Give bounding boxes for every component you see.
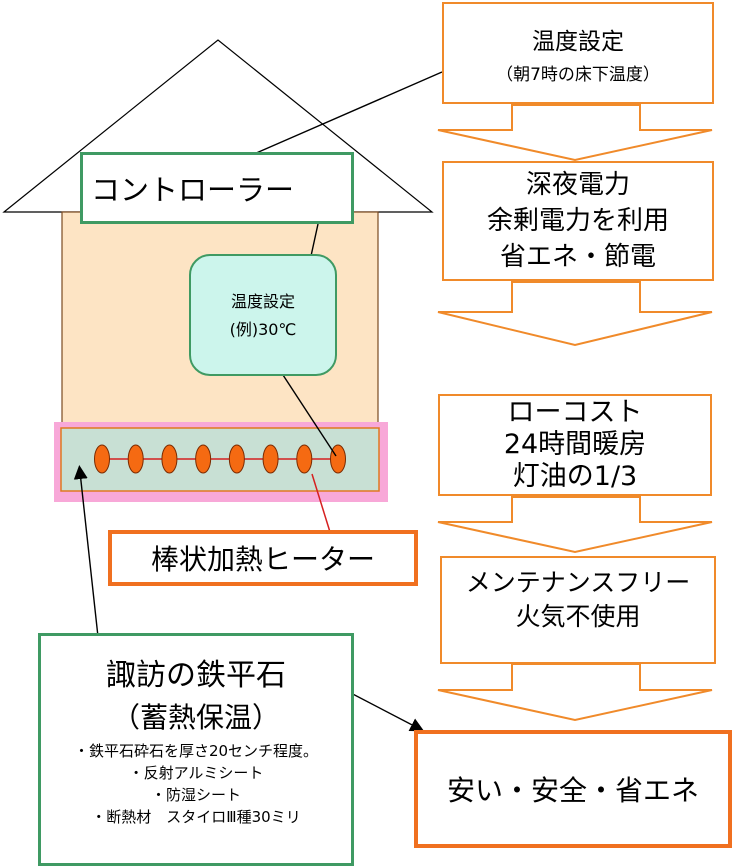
heater-element	[161, 444, 178, 474]
flow-step-2-line-1: 深夜電力	[525, 170, 630, 200]
flow-step-1-line-1: 温度設定	[532, 28, 624, 55]
stone-bullet-list: ・鉄平石砕石を厚さ20センチ程度。 ・反射アルミシート ・防湿シート ・断熱材 …	[74, 740, 318, 828]
heater-label-line	[311, 473, 331, 533]
bubble-to-heater-line	[282, 374, 337, 457]
flow-step-power: 深夜電力 余剰電力を利用 省エネ・節電	[442, 161, 714, 281]
stone-info-box: 諏訪の鉄平石 （蓄熱保温） ・鉄平石砕石を厚さ20センチ程度。 ・反射アルミシー…	[38, 633, 354, 866]
heater-element	[228, 444, 245, 474]
flow-arrow-1	[437, 104, 713, 162]
temp-setting-bubble: 温度設定 (例)30℃	[192, 262, 334, 366]
flow-arrow-4	[437, 663, 713, 722]
bubble-line-1: 温度設定	[230, 292, 295, 311]
flow-step-temperature: 温度設定 （朝7時の床下温度）	[442, 2, 714, 104]
stone-bullet: ・反射アルミシート	[128, 764, 264, 782]
flow-step-low-cost: ローコスト 24時間暖房 灯油の1/3	[438, 394, 712, 496]
controller-label: コントローラー	[91, 173, 295, 207]
stone-subtitle: （蓄熱保温）	[111, 701, 280, 734]
result-box: 安い・安全・省エネ	[414, 730, 732, 848]
stone-bullet: ・防湿シート	[150, 786, 241, 804]
heater-element	[296, 444, 313, 474]
flow-step-1-line-2: （朝7時の床下温度）	[496, 64, 660, 85]
controller-to-bubble-line	[310, 223, 319, 257]
temp-setting-bubble-shape	[189, 254, 337, 376]
flow-step-2-line-2: 余剰電力を利用	[486, 206, 669, 236]
flow-step-maintenance: メンテナンスフリー 火気不使用	[440, 556, 716, 664]
result-label: 安い・安全・省エネ	[446, 774, 699, 807]
flow-step-3-line-1: ローコスト	[507, 397, 643, 428]
heater-element	[94, 444, 110, 474]
heater-elements	[94, 444, 346, 474]
stone-bullet: ・断熱材 スタイロⅢ種30ミリ	[91, 808, 301, 826]
heater-label: 棒状加熱ヒーター	[150, 543, 375, 576]
heater-element	[330, 444, 346, 474]
flow-step-2-line-3: 省エネ・節電	[499, 242, 656, 272]
heater-element	[127, 444, 144, 474]
heater-label-box: 棒状加熱ヒーター	[108, 530, 418, 586]
flow-step-4-line-1: メンテナンスフリー	[465, 568, 691, 597]
stone-to-floor-arrow	[73, 465, 101, 656]
flow-arrow-3	[437, 496, 713, 554]
heater-element	[262, 444, 279, 474]
bubble-line-2: (例)30℃	[229, 320, 297, 339]
heater-element	[195, 444, 212, 474]
flow-arrow-2	[437, 281, 713, 347]
flow-step-4-line-2: 火気不使用	[515, 602, 641, 631]
flow-step-3-line-3: 灯油の1/3	[512, 461, 638, 492]
stone-title: 諏訪の鉄平石	[106, 658, 286, 693]
stone-bullet: ・鉄平石砕石を厚さ20センチ程度。	[73, 742, 319, 760]
controller-box: コントローラー	[80, 152, 354, 224]
flow-step-3-line-2: 24時間暖房	[503, 429, 647, 460]
